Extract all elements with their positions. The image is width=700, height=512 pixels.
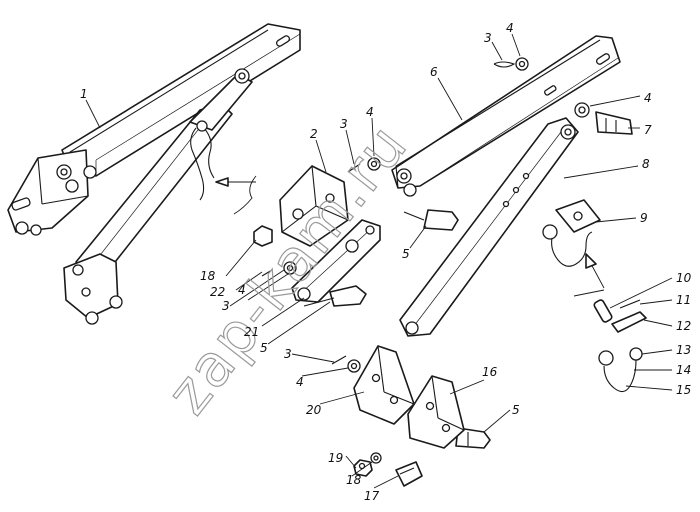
leader-lines xyxy=(85,33,673,489)
part-9-pin-chain xyxy=(542,199,601,267)
callout-3: 3 xyxy=(340,117,348,131)
part-8-strut xyxy=(399,117,579,337)
callout-3: 3 xyxy=(484,31,492,45)
callout-19: 19 xyxy=(328,451,343,465)
part-1-frame-assembly xyxy=(7,23,301,325)
callout-12: 12 xyxy=(676,319,691,333)
bolt-17 xyxy=(395,461,423,487)
callout-1: 1 xyxy=(80,87,88,101)
callout-15: 15 xyxy=(676,383,691,397)
bolt-5-lower xyxy=(455,427,491,449)
callout-16: 16 xyxy=(482,365,498,379)
callout-20: 20 xyxy=(306,403,322,417)
part-20-plate xyxy=(353,345,415,425)
callout-4: 4 xyxy=(238,283,246,297)
callout-4: 4 xyxy=(366,105,374,119)
callout-4: 4 xyxy=(506,21,514,35)
callout-10: 10 xyxy=(676,271,692,285)
bolt-7 xyxy=(595,111,633,135)
callout-9: 9 xyxy=(640,211,648,225)
callout-18: 18 xyxy=(200,269,216,283)
part-21-link-bracket xyxy=(291,219,381,303)
callout-5: 5 xyxy=(260,341,268,355)
callout-4: 4 xyxy=(296,375,304,389)
washers xyxy=(283,57,590,464)
callout-13: 13 xyxy=(676,343,691,357)
part-12-rod xyxy=(611,311,647,333)
callout-3: 3 xyxy=(284,347,292,361)
callout-17: 17 xyxy=(364,489,380,503)
callout-8: 8 xyxy=(642,157,650,171)
callout-11: 11 xyxy=(676,293,691,307)
callout-22: 22 xyxy=(210,285,225,299)
callout-3: 3 xyxy=(222,299,230,313)
part-10-pin-plate xyxy=(593,299,613,323)
part-16-plate xyxy=(407,375,465,449)
bolt-5-upper xyxy=(403,209,459,231)
callout-5: 5 xyxy=(402,247,410,261)
callout-6: 6 xyxy=(430,65,438,79)
cotter-pins xyxy=(261,61,516,365)
arrow-up xyxy=(573,253,605,297)
callout-21: 21 xyxy=(244,325,259,339)
callout-2: 2 xyxy=(310,127,318,141)
part-11-pin xyxy=(619,299,641,309)
callout-7: 7 xyxy=(644,123,652,137)
callout-4: 4 xyxy=(644,91,652,105)
bolt-5-mid xyxy=(303,285,367,307)
part-13-15-chain xyxy=(598,347,643,393)
callout-18: 18 xyxy=(346,473,362,487)
callout-14: 14 xyxy=(676,363,691,377)
part-6-diagonal-tube xyxy=(391,35,621,197)
callout-5: 5 xyxy=(512,403,520,417)
part-2-bracket xyxy=(279,165,349,247)
arrow-left xyxy=(215,175,257,215)
callout-labels: 1 2 3 4 3 4 6 4 7 8 9 5 18 22 3 4 21 5 3… xyxy=(80,21,692,503)
